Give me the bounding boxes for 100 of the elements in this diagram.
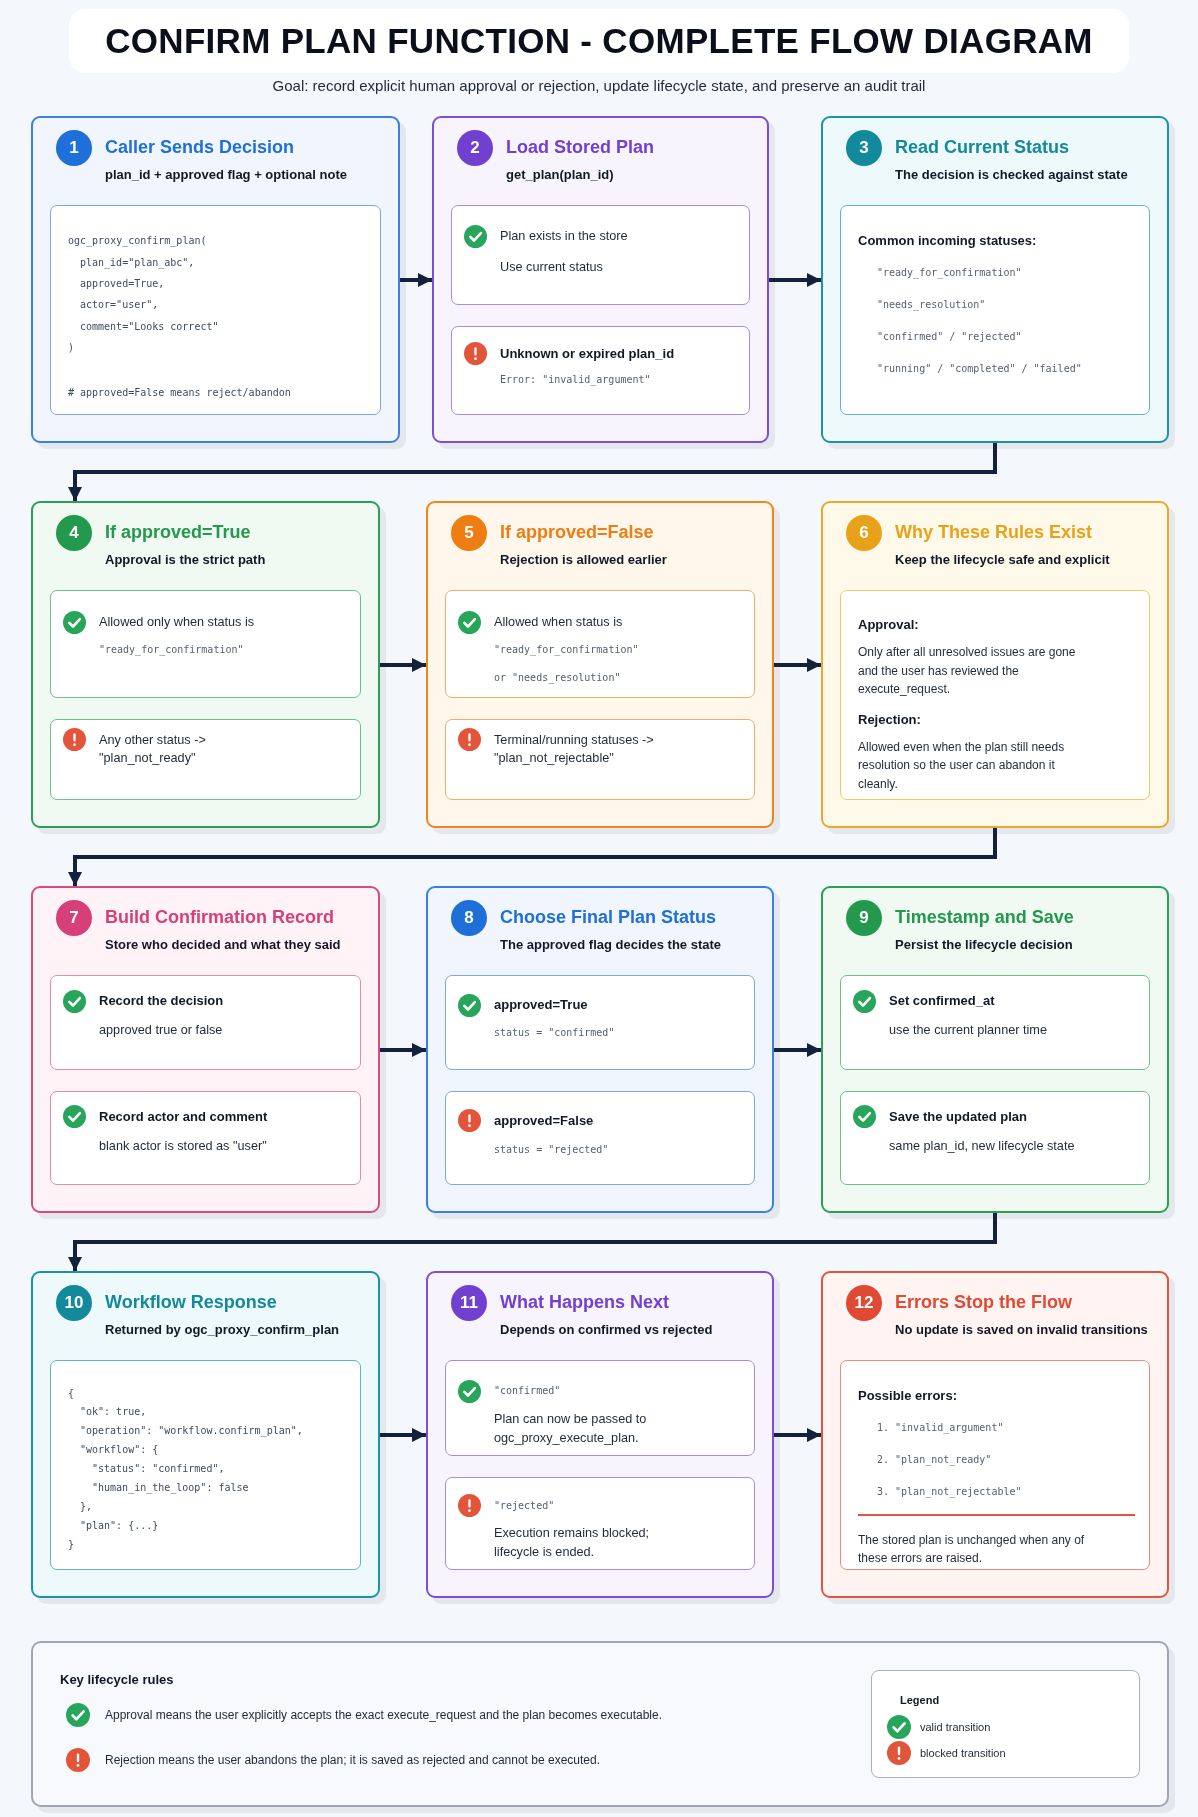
code-panel: [50, 205, 381, 415]
step-title: Timestamp and Save: [895, 906, 1074, 928]
flow-arrow: [774, 658, 821, 672]
step-card: [426, 501, 774, 828]
flow-arrow: [400, 273, 432, 287]
step-card: [31, 886, 380, 1213]
rule-text: Approval means the user explicitly accepts the exact execute_request and the plan becomes executable.: [105, 1707, 662, 1723]
flow-arrow: [68, 1213, 997, 1271]
flow-arrow: [68, 443, 997, 501]
panel-text: Execution remains blocked; lifecycle is ended.: [494, 1525, 651, 1561]
code-text: 3. "plan_not_rejectable": [877, 1485, 1022, 1500]
code-text: "confirmed": [494, 1384, 561, 1398]
code-text: "needs_resolution": [877, 298, 986, 313]
step-card: [821, 1271, 1169, 1598]
panel-text: Terminal/running statuses -> "plan_not_rejectable": [494, 731, 655, 767]
code-line: ): [68, 340, 75, 355]
panel-text: Allowed when status is: [494, 614, 623, 630]
step-subtitle: No update is saved on invalid transitions: [895, 1321, 1148, 1339]
step-title: Read Current Status: [895, 136, 1070, 158]
step-title: Choose Final Plan Status: [500, 906, 717, 928]
step-title: If approved=True: [105, 521, 251, 543]
code-text: "rejected": [494, 1498, 555, 1513]
step-subtitle: Returned by ogc_proxy_confirm_plan: [105, 1321, 340, 1339]
step-number-badge: 9: [846, 900, 882, 936]
code-line: ogc_proxy_confirm_plan(: [68, 234, 207, 249]
detail-panel: [840, 1090, 1150, 1185]
step-number-badge: 12: [846, 1285, 882, 1321]
step-card: [821, 116, 1169, 443]
detail-panel: [50, 975, 361, 1070]
step-subtitle: Store who decided and what they said: [105, 936, 341, 954]
code-line: },: [80, 1500, 93, 1514]
code-text: status = "confirmed": [494, 1026, 615, 1040]
step-subtitle: Depends on confirmed vs rejected: [500, 1321, 713, 1339]
step-number-badge: 8: [451, 900, 487, 936]
diagram-subtitle: Goal: record explicit human approval or rejection, update lifecycle state, and preserve an audit trail: [272, 77, 926, 95]
step-title: Caller Sends Decision: [105, 136, 295, 158]
code-line: # approved=False means reject/abandon: [68, 386, 291, 401]
step-number-badge: 7: [56, 900, 92, 936]
step-number-badge: 10: [56, 1285, 92, 1321]
panel-text: Only after all unresolved issues are gone and the user has reviewed the execute_request.: [858, 644, 1077, 698]
panel-text: blank actor is stored as "user": [99, 1137, 267, 1154]
code-line: }: [68, 1537, 75, 1552]
flow-arrow: [380, 1428, 426, 1442]
step-number-badge: 11: [451, 1285, 487, 1321]
panel-text: use the current planner time: [889, 1022, 1047, 1038]
step-title: Workflow Response: [105, 1291, 277, 1313]
panel-text: Allowed only when status is: [99, 614, 255, 630]
code-text: 1. "invalid_argument": [877, 1421, 1004, 1436]
detail-panel: [840, 205, 1150, 415]
panel-heading: Possible errors:: [858, 1388, 957, 1404]
code-text: "running" / "completed" / "failed": [877, 362, 1082, 376]
detail-panel: [840, 1360, 1150, 1570]
panel-text: Use current status: [500, 259, 603, 275]
detail-panel: [451, 325, 750, 415]
code-line: comment="Looks correct": [80, 319, 219, 334]
step-card: [821, 501, 1169, 828]
panel-heading: Common incoming statuses:: [858, 233, 1037, 249]
flow-arrow: [769, 273, 821, 287]
rule-text: Rejection means the user abandons the plan; it is saved as rejected and cannot be executed.: [105, 1752, 600, 1768]
panel-text: The stored plan is unchanged when any of these errors are raised.: [858, 1531, 1086, 1567]
panel-text: approved true or false: [99, 1022, 223, 1038]
code-text: "ready_for_confirmation": [494, 643, 639, 658]
detail-panel: [451, 205, 750, 305]
step-subtitle: Persist the lifecycle decision: [895, 936, 1073, 954]
detail-panel: [50, 1090, 361, 1185]
step-number-badge: 1: [56, 130, 92, 166]
step-card: [426, 1271, 774, 1598]
legend-label: blocked transition: [920, 1746, 1006, 1760]
panel-heading: Save the updated plan: [889, 1108, 1027, 1125]
panel-text: Any other status -> "plan_not_ready": [99, 731, 207, 767]
legend-title: Legend: [900, 1693, 940, 1707]
step-title: What Happens Next: [500, 1291, 670, 1313]
legend-label: valid transition: [920, 1720, 991, 1734]
step-card: [821, 886, 1169, 1213]
panel-heading: Set confirmed_at: [889, 993, 995, 1009]
step-subtitle: Approval is the strict path: [105, 551, 266, 569]
step-card: [31, 1271, 380, 1598]
step-card: [432, 116, 769, 443]
code-line: actor="user",: [80, 298, 159, 313]
flow-arrow: [380, 1043, 426, 1057]
code-text: Error: "invalid_argument": [500, 372, 651, 388]
panel-text: Allowed even when the plan still needs resolution so the user can abandon it cleanly.: [858, 738, 1066, 793]
code-line: "plan": {...}: [80, 1518, 159, 1533]
flow-arrow: [68, 828, 997, 886]
step-subtitle: plan_id + approved flag + optional note: [105, 166, 347, 184]
detail-panel: [50, 590, 361, 698]
rules-heading: Key lifecycle rules: [60, 1672, 174, 1688]
panel-heading: Record the decision: [99, 993, 224, 1009]
panel-text: Plan can now be passed to ogc_proxy_execute_plan.: [494, 1410, 648, 1447]
step-number-badge: 6: [846, 515, 882, 551]
code-line: "status": "confirmed",: [92, 1462, 225, 1477]
step-subtitle: The approved flag decides the state: [500, 936, 722, 954]
flow-arrow: [774, 1043, 821, 1057]
step-number-badge: 4: [56, 515, 92, 551]
step-number-badge: 5: [451, 515, 487, 551]
code-line: {: [68, 1386, 75, 1401]
detail-panel: [445, 1476, 755, 1570]
detail-panel: [445, 590, 755, 698]
step-title: Why These Rules Exist: [895, 521, 1093, 543]
panel-text: Plan exists in the store: [500, 228, 628, 244]
